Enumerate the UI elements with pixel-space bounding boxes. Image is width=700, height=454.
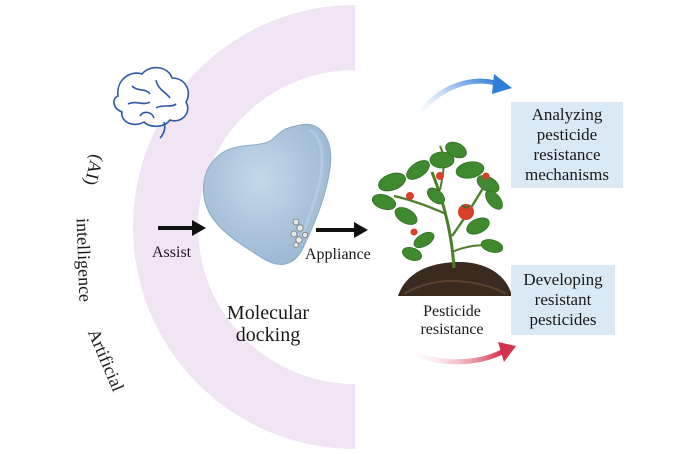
- pesticide-resistance-line2: resistance: [420, 320, 484, 338]
- brain-icon: [113, 66, 190, 139]
- red-curved-arrow: [409, 342, 516, 365]
- assist-label: Assist: [152, 244, 192, 261]
- protein-shape: [202, 123, 332, 265]
- molecular-docking-label: Molecular docking: [212, 302, 324, 347]
- ai-ring-word-intelligence: intelligence: [72, 217, 96, 303]
- molecular-docking-line1: Molecular: [226, 302, 310, 324]
- tomato-plant-icon: [371, 141, 512, 296]
- analyzing-mechanisms-box: Analyzing pesticide resistance mechanism…: [511, 102, 623, 188]
- appliance-arrow: [316, 222, 368, 238]
- assist-arrow: [158, 220, 206, 236]
- molecule-icon: [290, 218, 309, 248]
- developing-pesticides-box: Developing resistant pesticides: [511, 265, 615, 335]
- appliance-label: Appliance: [305, 246, 371, 263]
- ai-ring: [133, 5, 355, 449]
- developing-pesticides-text: Developing resistant pesticides: [523, 269, 603, 330]
- analyzing-mechanisms-text: Analyzing pesticide resistance mechanism…: [524, 104, 610, 185]
- pesticide-resistance-line1: Pesticide: [423, 303, 481, 320]
- pesticide-resistance-label: Pesticide resistance: [402, 303, 502, 339]
- blue-curved-arrow: [415, 74, 512, 119]
- molecular-docking-line2: docking: [235, 324, 301, 347]
